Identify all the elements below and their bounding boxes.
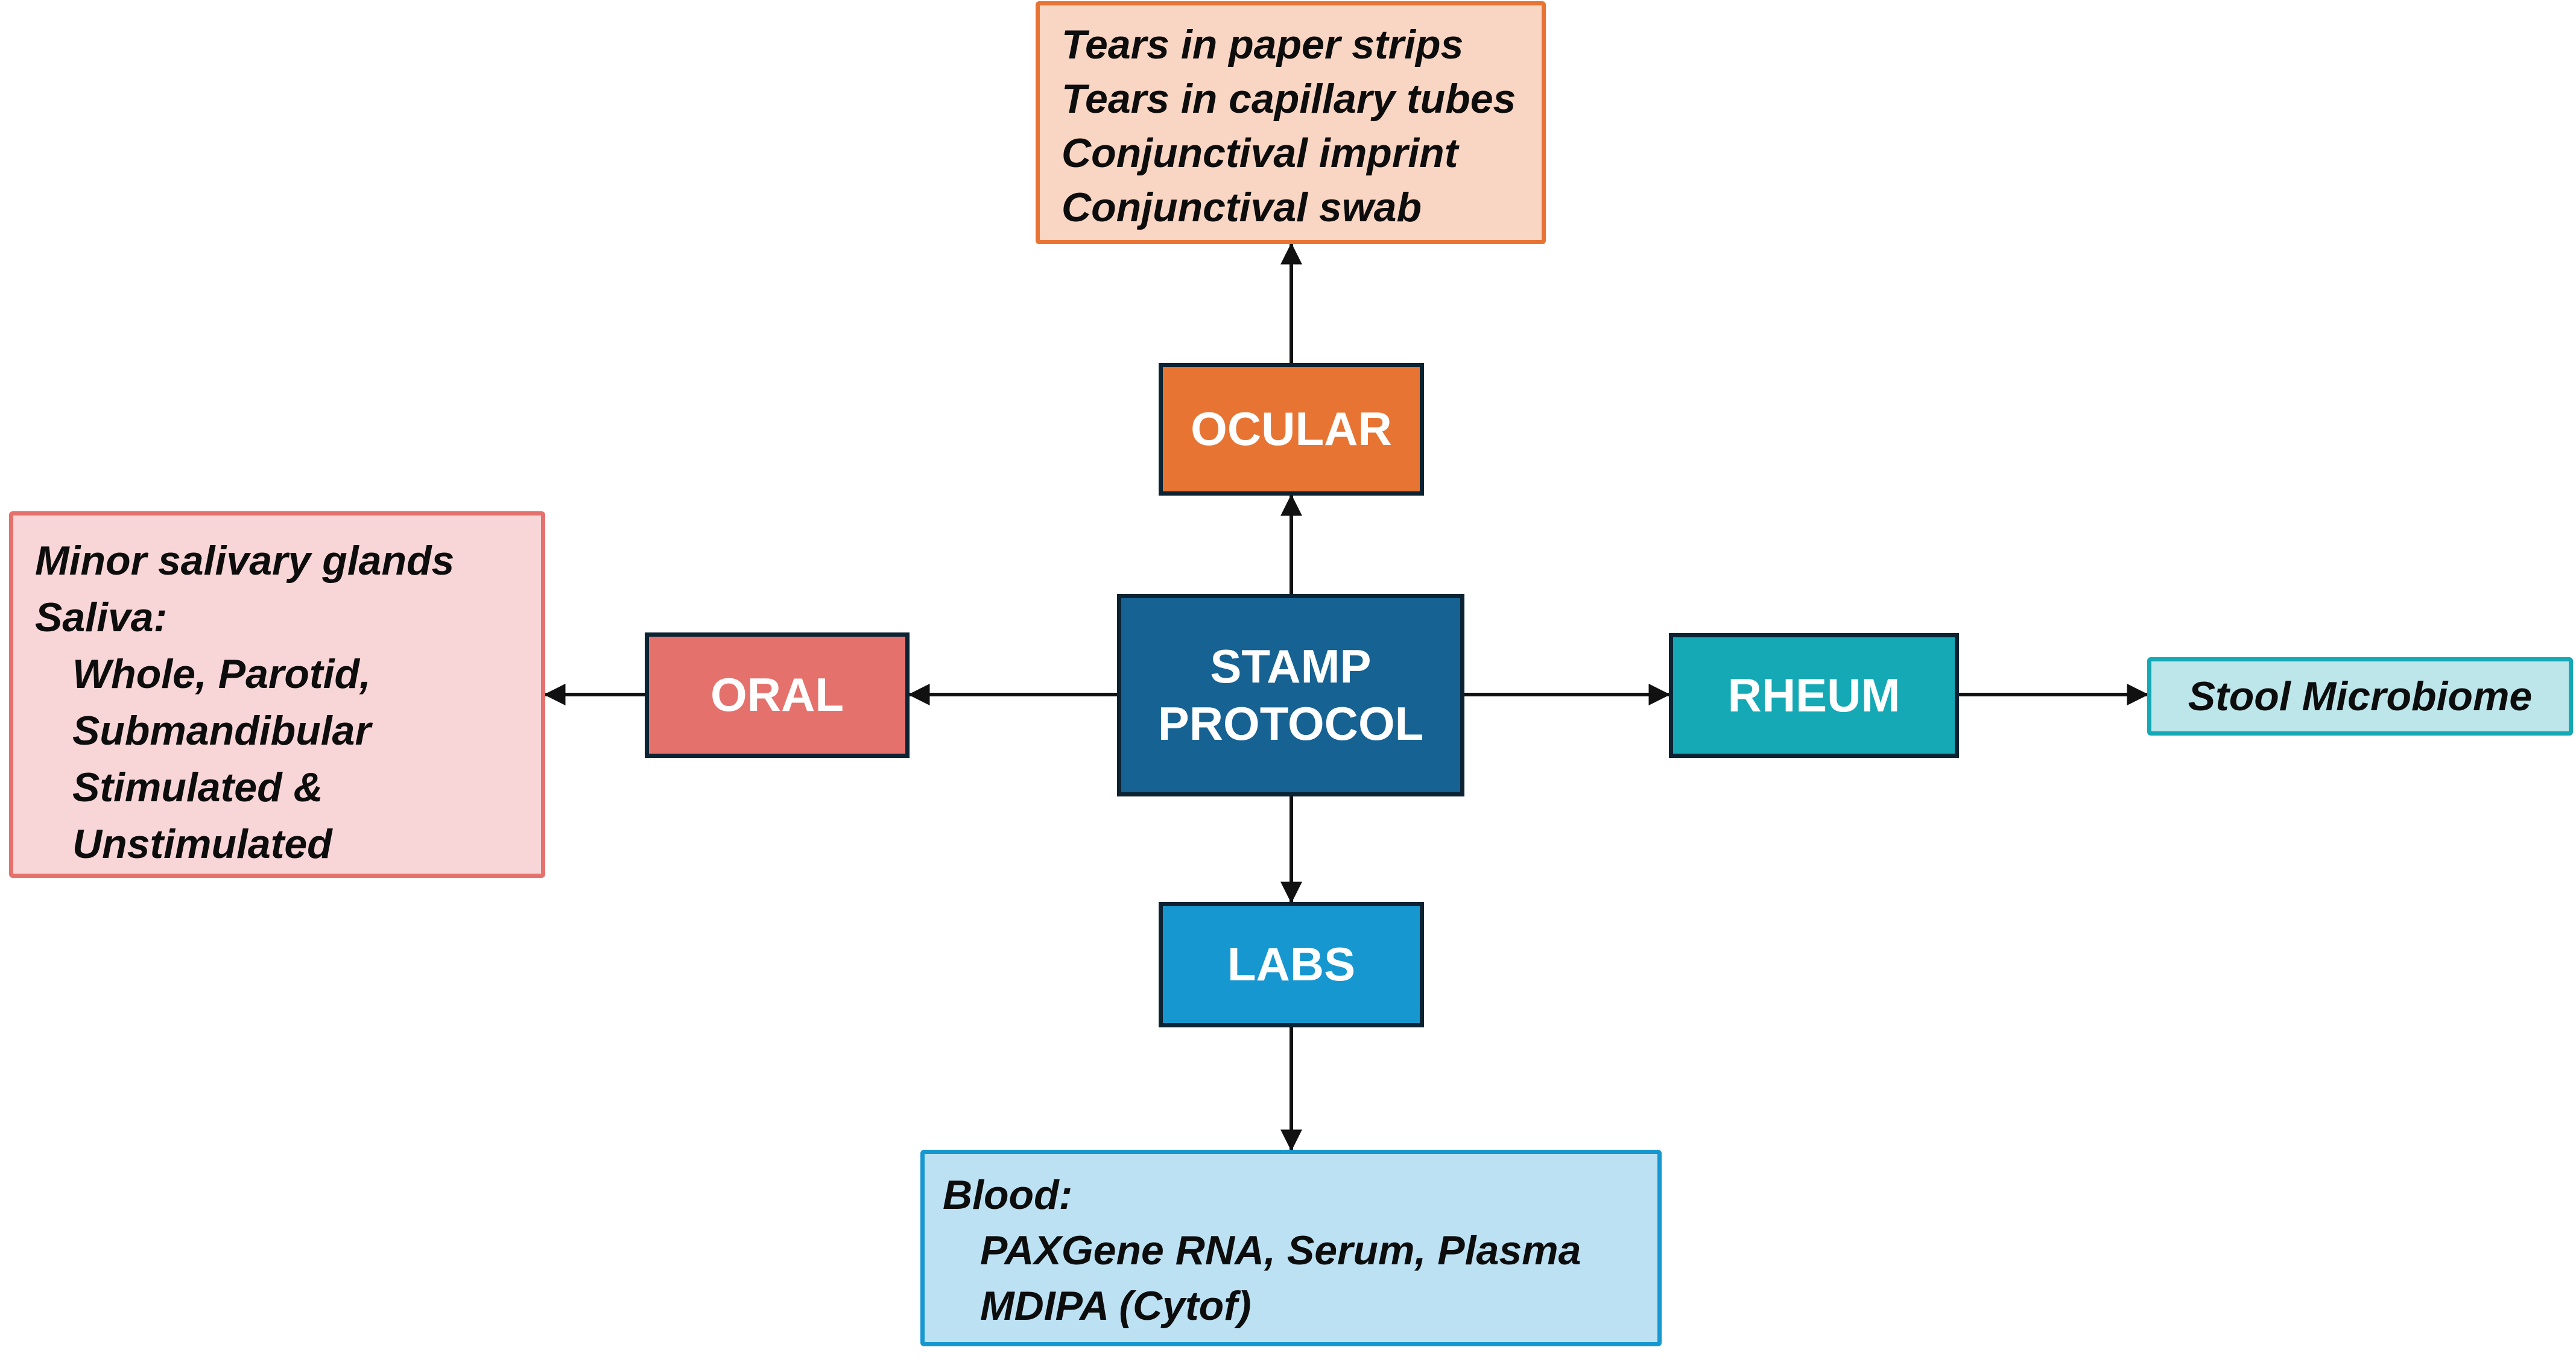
ocular-sample-item: Tears in paper strips: [1062, 22, 1464, 68]
ocular-sample-item: Tears in capillary tubes: [1062, 76, 1516, 122]
oral-sample-item: Minor salivary glands: [35, 538, 455, 584]
oral-sample-subitem: Stimulated &: [72, 765, 323, 810]
blood-sample-subitem: MDIPA (Cytof): [980, 1283, 1252, 1329]
stamp-protocol-title: STAMP PROTOCOL: [1158, 638, 1424, 752]
oral-sample-item: Saliva:: [35, 594, 168, 640]
stamp-title-line1: STAMP: [1210, 639, 1372, 693]
ocular-samples-box: Tears in paper strips Tears in capillary…: [1036, 1, 1546, 244]
rheum-node: RHEUM: [1669, 633, 1959, 758]
oral-label: ORAL: [710, 668, 844, 722]
rheum-label: RHEUM: [1727, 668, 1900, 722]
oral-sample-subitem: Unstimulated: [72, 821, 332, 867]
ocular-label: OCULAR: [1191, 402, 1392, 456]
ocular-sample-item: Conjunctival imprint: [1062, 130, 1458, 176]
oral-sample-subitem: Submandibular: [72, 708, 371, 754]
blood-sample-subitem: PAXGene RNA, Serum, Plasma: [980, 1228, 1581, 1273]
blood-sample-item: Blood:: [943, 1172, 1073, 1218]
ocular-node: OCULAR: [1159, 363, 1424, 496]
stamp-title-line2: PROTOCOL: [1157, 697, 1424, 750]
stamp-protocol-node: STAMP PROTOCOL: [1117, 594, 1464, 796]
labs-label: LABS: [1227, 938, 1356, 991]
labs-node: LABS: [1159, 902, 1424, 1027]
stool-sample-item: Stool Microbiome: [2188, 673, 2533, 719]
blood-samples-box: Blood: PAXGene RNA, Serum, Plasma MDIPA …: [920, 1150, 1662, 1346]
stool-microbiome-box: Stool Microbiome: [2147, 657, 2573, 736]
oral-sample-subitem: Whole, Parotid,: [72, 651, 371, 697]
oral-node: ORAL: [645, 632, 910, 758]
ocular-sample-item: Conjunctival swab: [1062, 184, 1422, 230]
oral-samples-box: Minor salivary glands Saliva: Whole, Par…: [9, 511, 545, 878]
